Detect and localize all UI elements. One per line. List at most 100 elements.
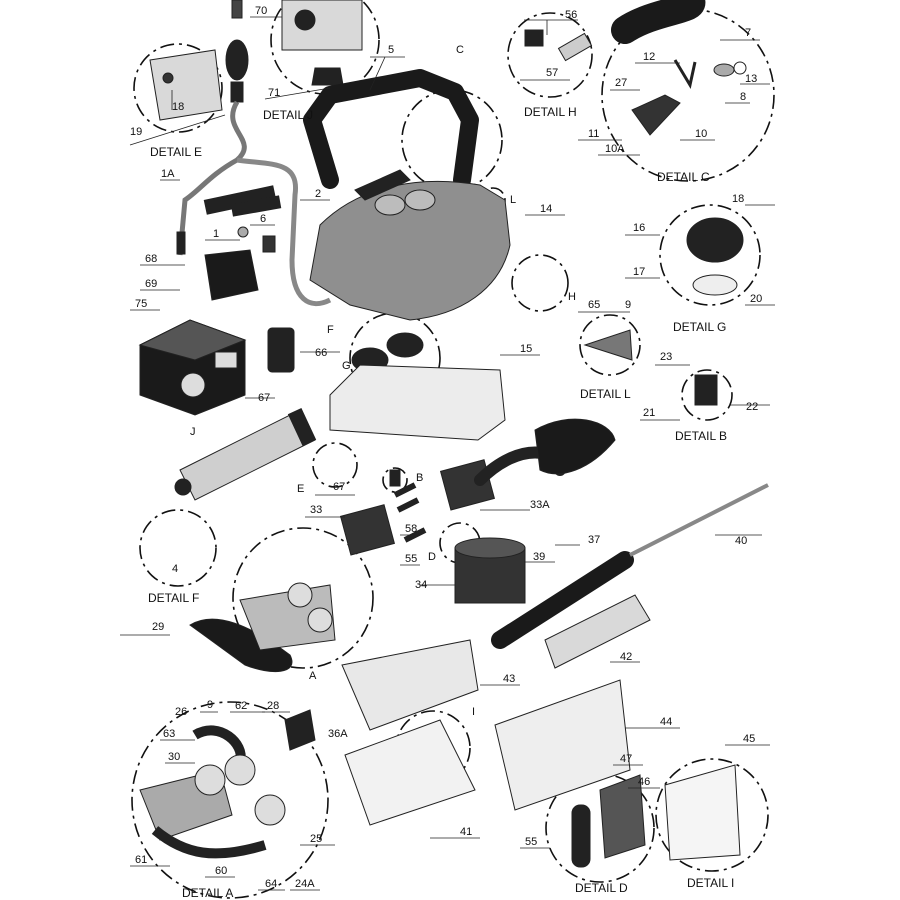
rod-58-2 — [396, 497, 420, 513]
detail-i-circle — [655, 758, 769, 872]
hood-grip — [354, 169, 411, 201]
callout-63: 63 — [163, 728, 175, 740]
callout-55-mid: 55 — [405, 553, 417, 565]
callout-4: 4 — [172, 563, 178, 575]
detail-h-clip — [524, 29, 544, 47]
callout-70: 70 — [255, 5, 267, 17]
caption-detail-a: DETAIL A — [182, 886, 233, 900]
detail-a-track — [192, 725, 246, 762]
filter-basket-43 — [341, 639, 479, 731]
callout-e: E — [297, 483, 304, 495]
housing-part-15 — [329, 364, 506, 441]
detail-c-hook — [673, 59, 697, 90]
caption-detail-c: DETAIL C — [657, 170, 710, 184]
callout-18-detail-g: 18 — [732, 193, 744, 205]
filter-frame-41 — [344, 719, 476, 826]
detail-f-circle — [139, 509, 217, 587]
callout-c: C — [456, 44, 464, 56]
remote-66 — [267, 327, 295, 373]
detail-l-disc — [583, 329, 633, 361]
callout-j: J — [190, 426, 196, 438]
g-source-impeller-2 — [386, 332, 424, 358]
callout-36a: 36A — [328, 728, 348, 740]
detail-g-source-circle — [349, 312, 441, 404]
side-panel-29 — [189, 618, 293, 673]
caption-detail-j: DETAIL J — [263, 108, 313, 122]
callout-27: 27 — [615, 77, 627, 89]
callout-b: B — [416, 472, 423, 484]
callout-41: 41 — [460, 826, 472, 838]
callout-5: 5 — [388, 44, 394, 56]
callout-21: 21 — [643, 407, 655, 419]
callout-33a: 33A — [530, 499, 550, 511]
side-panel-upper — [534, 418, 616, 475]
callout-61: 61 — [135, 854, 147, 866]
callout-h: H — [568, 291, 576, 303]
detail-j-cap — [311, 67, 344, 86]
callout-23: 23 — [660, 351, 672, 363]
callout-56: 56 — [565, 9, 577, 21]
callout-69: 69 — [145, 278, 157, 290]
detail-c-pin — [713, 63, 735, 77]
detail-e-circle — [133, 43, 223, 133]
callout-39: 39 — [533, 551, 545, 563]
callout-33: 33 — [310, 504, 322, 516]
detail-g-impeller — [686, 217, 744, 263]
callout-9-detail-a: 9 — [207, 699, 213, 711]
callout-2: 2 — [315, 188, 321, 200]
callout-labels: 70 71 18 19 5 C 56 57 7 12 13 27 8 11 10… — [130, 5, 762, 890]
callout-13: 13 — [745, 73, 757, 85]
detail-g-grill — [692, 274, 738, 296]
callout-42: 42 — [620, 651, 632, 663]
callout-24a: 24A — [295, 878, 315, 890]
callout-45: 45 — [743, 733, 755, 745]
detail-j-knob — [294, 9, 316, 31]
callout-1a: 1A — [161, 168, 175, 180]
bracket-stand — [204, 249, 259, 301]
callout-65: 65 — [588, 299, 600, 311]
float-upper — [225, 39, 249, 81]
callout-a-source: A — [309, 670, 317, 682]
callout-71: 71 — [268, 87, 280, 99]
callout-66: 66 — [315, 347, 327, 359]
detail-b-source-circle — [382, 467, 408, 493]
callout-10a: 10A — [605, 143, 625, 155]
detail-i-frame — [664, 764, 741, 861]
detail-h-connector — [557, 32, 593, 62]
detail-b-plate — [694, 374, 718, 406]
callout-29: 29 — [152, 621, 164, 633]
callout-37: 37 — [588, 534, 600, 546]
detail-a-gear-28 — [284, 709, 316, 751]
callout-22: 22 — [746, 401, 758, 413]
callout-1: 1 — [213, 228, 219, 240]
callout-18-detail-e: 18 — [172, 101, 184, 113]
detail-a-circle — [131, 701, 329, 899]
detail-a-wheel-30 — [224, 754, 256, 786]
callout-i: I — [472, 706, 475, 718]
callout-19: 19 — [130, 126, 142, 138]
callout-9-detail-l: 9 — [625, 299, 631, 311]
detail-b-circle — [681, 369, 733, 421]
pump-motor-top — [454, 537, 526, 559]
caption-detail-b: DETAIL B — [675, 429, 727, 443]
callout-47: 47 — [620, 753, 632, 765]
roller-left-end — [287, 407, 317, 447]
detail-j-panel — [281, 0, 363, 51]
hood-port-right — [404, 189, 436, 211]
detail-c-bracket — [631, 94, 681, 136]
callout-58: 58 — [405, 523, 417, 535]
callout-25: 25 — [310, 833, 322, 845]
caption-detail-i: DETAIL I — [687, 876, 734, 890]
tray-44 — [494, 679, 631, 811]
callout-g: G — [342, 360, 351, 372]
callout-57: 57 — [546, 67, 558, 79]
callout-28: 28 — [267, 700, 279, 712]
a-source-wheel-1 — [287, 582, 313, 608]
caption-detail-g: DETAIL G — [673, 320, 726, 334]
callout-14: 14 — [540, 203, 552, 215]
callout-40: 40 — [735, 535, 747, 547]
caption-detail-d: DETAIL D — [575, 881, 628, 895]
sensor-b — [389, 469, 401, 487]
